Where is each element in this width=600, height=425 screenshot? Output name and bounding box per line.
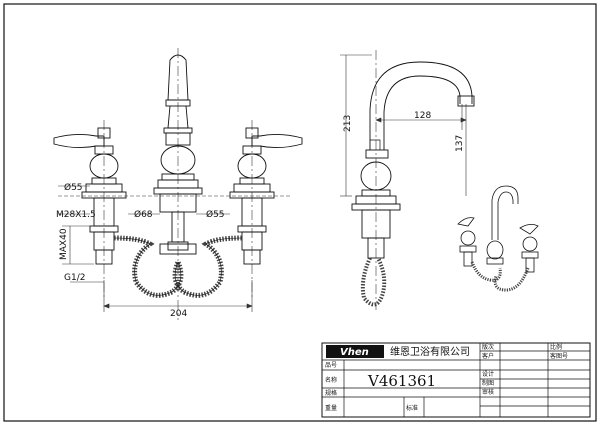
brand-logo-box [326,345,384,358]
dim-spout-height: 137 [455,135,465,152]
label-design: 设计 [482,370,494,378]
sheet-border [3,3,597,422]
label-scale: 比例 [550,343,562,351]
label-approve: 标准 [406,404,418,412]
dim-max-deck: MAX40 [59,228,69,260]
label-weight: 重量 [325,404,337,412]
dim-inlet-thread: G1/2 [64,273,85,283]
label-item-no: 品号 [325,362,337,369]
label-spec: 规格 [325,389,337,397]
label-drafting: 制图 [482,379,494,387]
dim-dia-spout-base: Ø68 [134,209,153,220]
right-handle-front [229,127,303,265]
label-material: 版次 [482,343,494,351]
dim-reach: 128 [414,111,431,121]
label-customer: 客户 [482,352,494,360]
dim-dia-handle-base: Ø55 [64,182,83,193]
side-view [351,50,475,310]
dim-dia-handle-base-right: Ø55 [206,209,225,220]
dim-spread: 204 [170,309,187,319]
left-handle-front [53,127,127,265]
side-dimensions [340,54,467,197]
front-dimensions [58,185,290,312]
label-customer-model: 客图号 [550,352,568,360]
model-number: V461361 [367,372,436,390]
label-name: 名称 [325,376,337,384]
dim-thread-left: M28X1.5 [56,210,96,220]
front-view [53,48,303,320]
company-name: 维恩卫浴有限公司 [390,345,470,358]
brand-logo: Vhen [340,347,369,358]
isometric-view [457,185,539,292]
dim-height: 213 [343,115,353,132]
hoses-side [360,257,387,307]
label-review: 审核 [482,388,494,396]
spout-front [153,54,203,251]
title-block [321,342,591,418]
